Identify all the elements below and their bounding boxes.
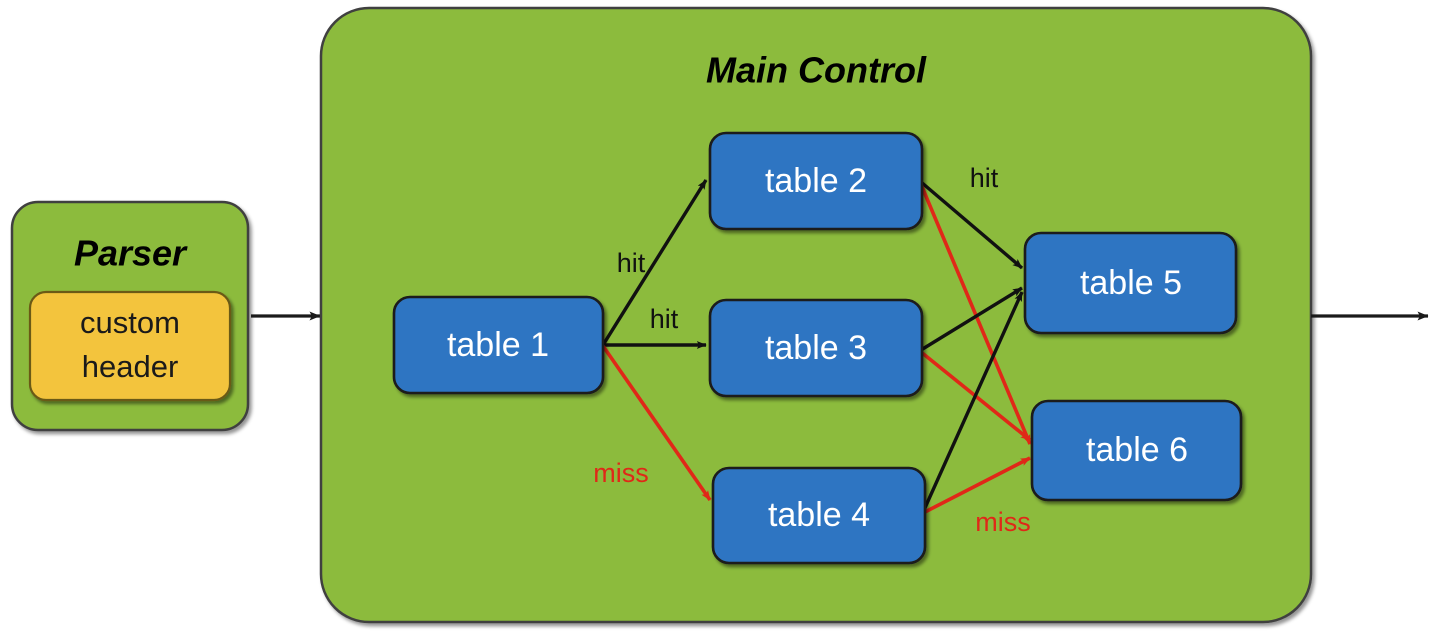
table6-label: table 6 — [1086, 431, 1188, 469]
table3-label: table 3 — [765, 329, 867, 367]
table2-background — [708, 131, 924, 231]
edge-label-hit-table1-table2: hit — [617, 248, 646, 278]
edge-table4-to-table5-hit — [922, 291, 1024, 511]
edge-labels-layer: hit hit miss hit miss — [593, 163, 1031, 537]
table4-background — [711, 466, 927, 565]
table6-background — [1030, 399, 1243, 502]
edge-table1-to-table2-hit — [601, 179, 708, 346]
table-box-table2[interactable]: table 2 — [708, 131, 924, 231]
table-box-table1[interactable]: table 1 — [392, 295, 605, 395]
edge-label-hit-table2-table5: hit — [970, 163, 999, 193]
table-box-table3[interactable]: table 3 — [708, 298, 924, 398]
custom-header-box[interactable]: custom header — [28, 290, 232, 402]
edge-table2-to-table5-hit — [919, 180, 1024, 270]
edges-layer — [601, 179, 1032, 514]
table1-background — [392, 295, 605, 395]
custom-header-line2: header — [82, 349, 179, 384]
edge-label-miss-table1-table4: miss — [593, 458, 649, 488]
table4-label: table 4 — [768, 496, 870, 534]
table2-label: table 2 — [765, 162, 867, 200]
table-box-table4[interactable]: table 4 — [711, 466, 927, 565]
table-boxes-layer: table 1 table 2 table 3 table 4 table 5 — [392, 131, 1243, 565]
table-box-table5[interactable]: table 5 — [1023, 231, 1238, 335]
table1-label: table 1 — [447, 326, 549, 364]
table5-label: table 5 — [1080, 264, 1182, 302]
custom-header-line1: custom — [80, 305, 180, 340]
table-box-table6[interactable]: table 6 — [1030, 399, 1243, 502]
parser-title: Parser — [74, 233, 188, 274]
edge-table3-to-table5-hit — [920, 286, 1023, 352]
parser-panel[interactable]: Parser custom header — [10, 200, 250, 432]
custom-header-background — [28, 290, 232, 402]
main-control-title: Main Control — [706, 50, 927, 91]
edge-label-miss-table4-table6: miss — [975, 507, 1031, 537]
edge-table4-to-table6-miss — [924, 456, 1031, 514]
table5-background — [1023, 231, 1238, 335]
table3-background — [708, 298, 924, 398]
edge-table2-to-table6-miss — [918, 181, 1032, 445]
edge-label-hit-table1-table3: hit — [650, 304, 679, 334]
edge-table1-to-table4-miss — [601, 344, 712, 502]
